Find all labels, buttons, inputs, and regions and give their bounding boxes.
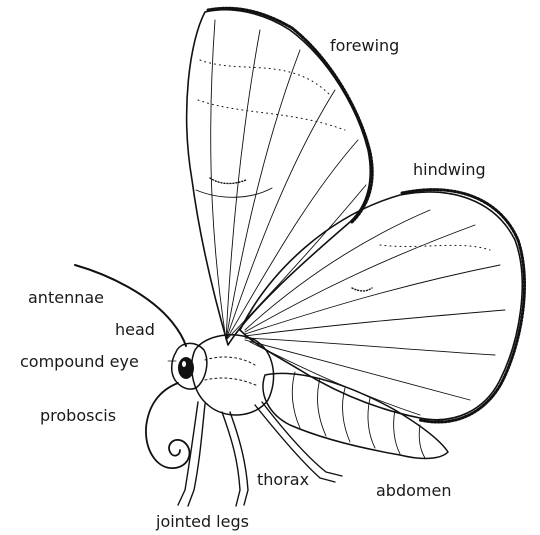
proboscis-drawing xyxy=(146,383,190,468)
legs-drawing xyxy=(178,402,342,506)
forewing-label: forewing xyxy=(330,38,399,54)
thorax-label: thorax xyxy=(257,472,309,488)
hindwing-drawing xyxy=(240,190,525,422)
compound-eye-label: compound eye xyxy=(20,354,139,370)
hindwing-label: hindwing xyxy=(413,162,486,178)
head-label: head xyxy=(115,322,155,338)
head-drawing xyxy=(172,343,207,389)
abdomen-label: abdomen xyxy=(376,483,451,499)
antennae-label: antennae xyxy=(28,290,104,306)
forewing-drawing xyxy=(187,8,373,345)
jointed-legs-label: jointed legs xyxy=(156,514,249,530)
proboscis-label: proboscis xyxy=(40,408,116,424)
compound-eye-drawing xyxy=(178,357,194,379)
